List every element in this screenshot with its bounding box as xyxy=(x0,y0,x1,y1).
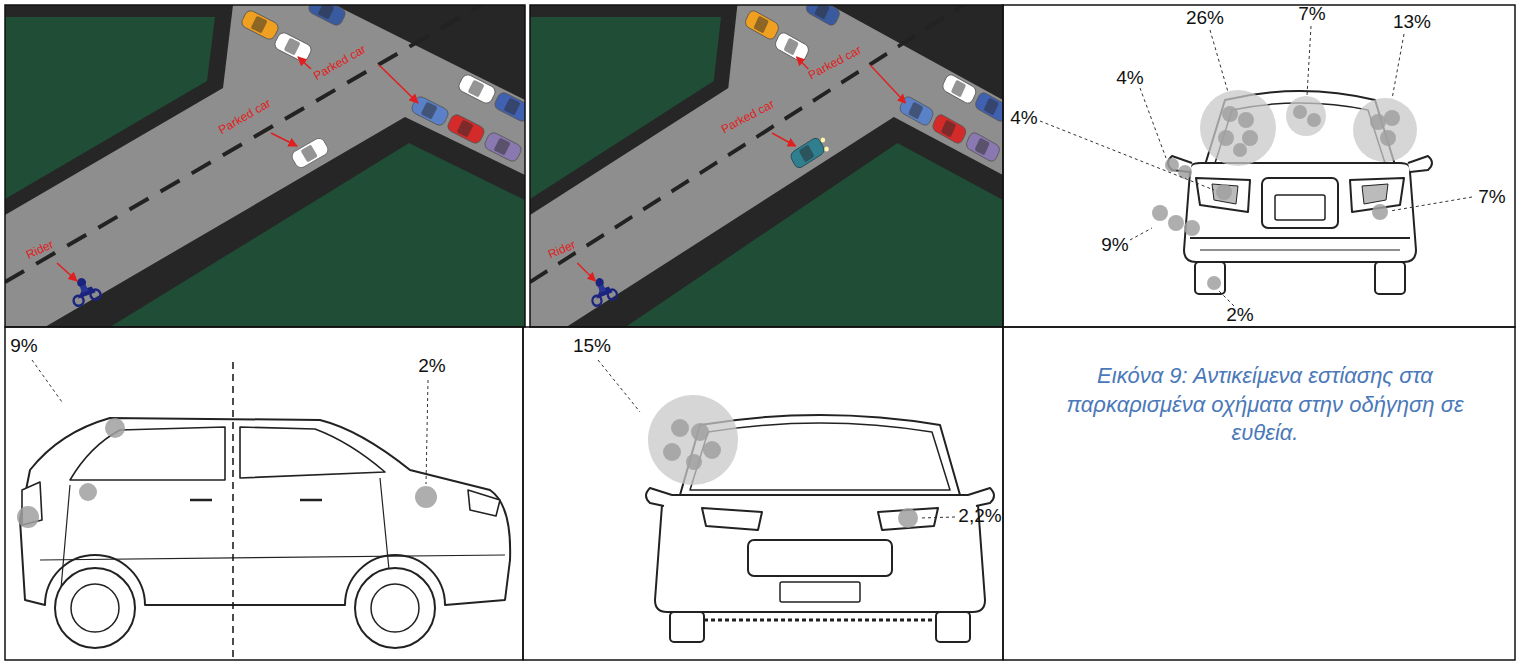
percent-value: 9% xyxy=(1101,235,1128,256)
percent-value: 2% xyxy=(1226,305,1253,326)
percent-value: 9% xyxy=(10,336,37,357)
percent-value: 4% xyxy=(1010,108,1037,129)
leader-lines xyxy=(32,360,428,484)
percent-value: 7% xyxy=(1298,4,1325,25)
percent-value: 2% xyxy=(418,356,445,377)
scene-label: Parked car xyxy=(312,43,369,83)
car-side-view xyxy=(20,418,510,648)
scene-label: Rider xyxy=(546,238,578,261)
percent-value: 15% xyxy=(573,336,611,357)
road-scene xyxy=(5,0,533,327)
percent-value: 26% xyxy=(1186,8,1224,29)
percent-value: 13% xyxy=(1393,12,1431,33)
divider-line xyxy=(232,362,234,660)
scene-label: Parked car xyxy=(720,98,777,137)
percent-value: 4% xyxy=(1116,68,1143,89)
scene-label: Parked car xyxy=(217,97,274,137)
gaze-spots xyxy=(17,418,437,528)
gaze-spots xyxy=(648,395,918,528)
figure-caption: Εικόνα 9: Αντικείμενα εστίασης στα παρκα… xyxy=(1035,362,1495,448)
percent-value: 7% xyxy=(1478,187,1505,208)
scene-label: Parked car xyxy=(806,44,863,83)
leader-lines xyxy=(1040,26,1472,306)
percent-value: 2,2% xyxy=(958,506,1001,527)
car-rear-view xyxy=(1168,91,1432,294)
panel-frames xyxy=(5,5,1515,660)
road-scene xyxy=(530,0,1010,327)
gaze-spots xyxy=(1152,90,1417,290)
leader-lines xyxy=(598,360,955,518)
scene-label: Rider xyxy=(24,238,56,262)
